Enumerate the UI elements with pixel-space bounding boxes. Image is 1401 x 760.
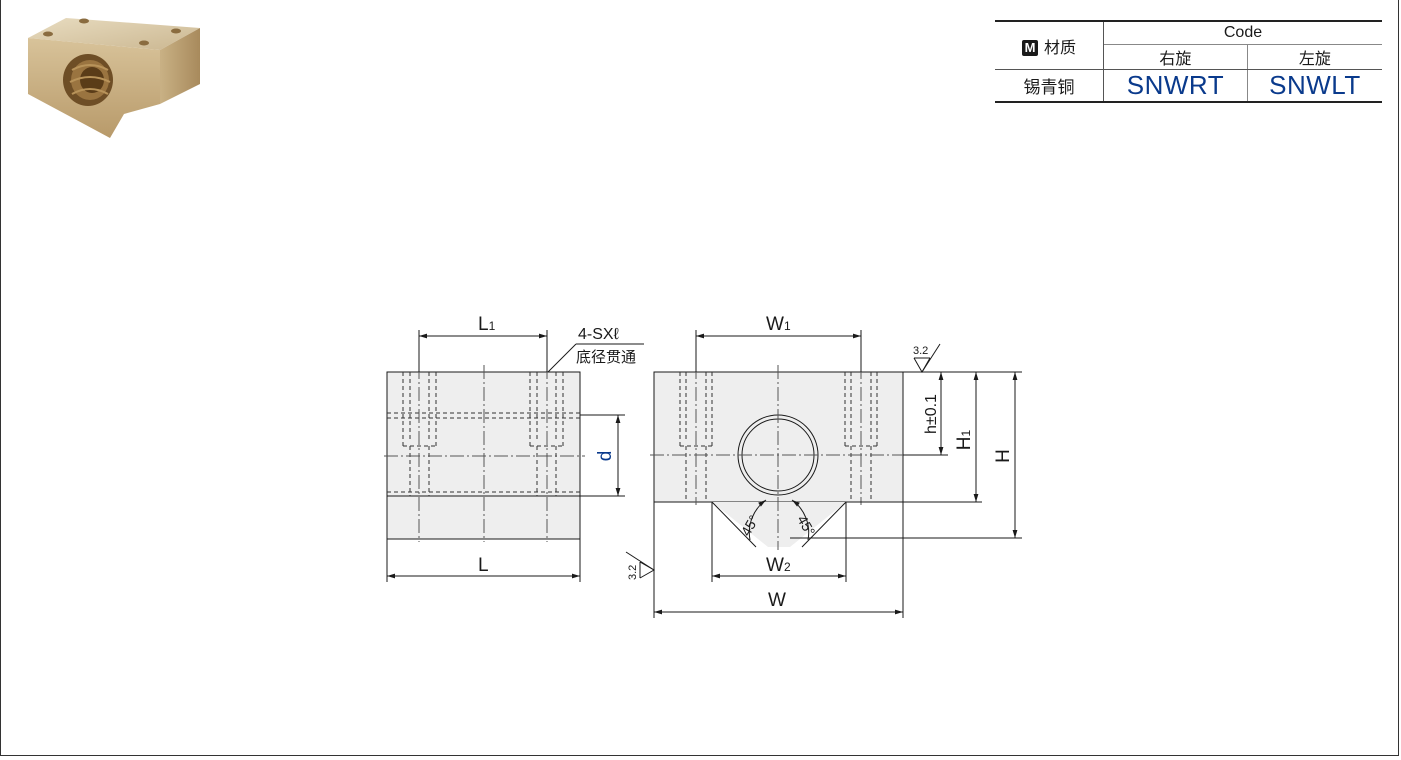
roughness-side: 3.2 [627,565,639,580]
roughness-top: 3.2 [913,345,928,357]
material-header-label: 材质 [1043,39,1076,57]
spec-table: M 材质 Code 右旋 左旋 锡青铜 SNWRT SNWLT [995,20,1382,110]
hole-note-2: 底径贯通 [576,349,636,366]
code-header: Code [1103,20,1382,45]
hole-note: 4-SXℓ [578,326,619,343]
dim-H1-label: H1 [954,429,975,450]
dim-H-label: H [993,449,1014,463]
right-hand-header: 右旋 [1103,44,1248,70]
left-hand-header: 左旋 [1247,44,1382,70]
material-cell: 锡青铜 [995,69,1104,103]
dim-L-label: L [478,555,489,576]
product-photo [28,18,200,138]
dim-W2-label: W2 [766,555,791,576]
material-badge: M [1021,39,1038,56]
part-code-left[interactable]: SNWLT [1247,69,1382,103]
dim-h-label: h±0.1 [923,394,940,434]
dim-W1-label: W1 [766,314,791,335]
part-code-right[interactable]: SNWRT [1103,69,1248,103]
dim-W-label: W [768,590,786,611]
dim-d-label: d [595,451,616,462]
material-header: M 材质 [995,20,1104,70]
dim-L1-label: L1 [478,314,496,335]
